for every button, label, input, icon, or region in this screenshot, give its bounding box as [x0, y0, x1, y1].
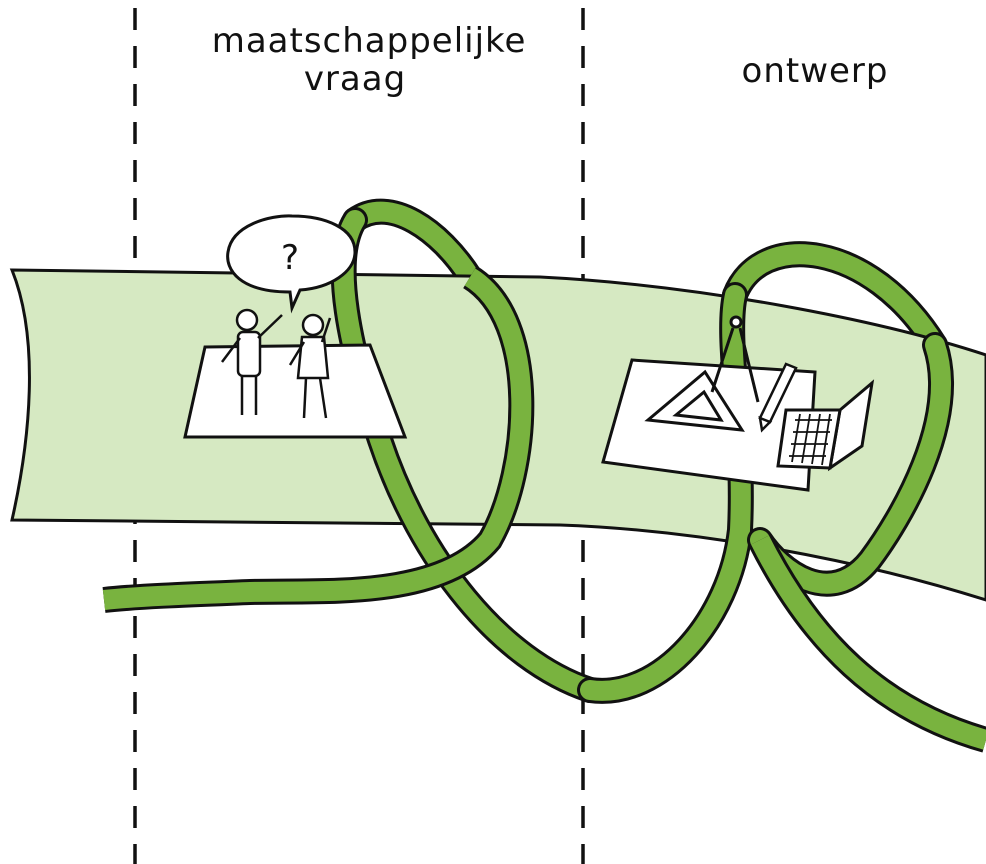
laptop-icon	[776, 379, 875, 472]
speech-bubble-icon	[226, 214, 357, 314]
compass-icon	[710, 315, 760, 403]
question-scene: ?	[183, 214, 408, 439]
set-square-icon	[644, 369, 745, 432]
section-title-design: ontwerp	[742, 51, 889, 91]
pencil-icon	[758, 362, 798, 433]
section-title-line-1: maatschappelijke	[212, 21, 527, 61]
design-scene	[601, 315, 875, 492]
section-title-line-1: ontwerp	[742, 51, 889, 91]
person-icon	[221, 308, 283, 415]
section-title-line-2: vraag	[304, 59, 406, 99]
person-icon	[288, 313, 332, 419]
section-title-societal-question: maatschappelijke vraag	[212, 21, 539, 99]
question-mark: ?	[281, 238, 299, 278]
